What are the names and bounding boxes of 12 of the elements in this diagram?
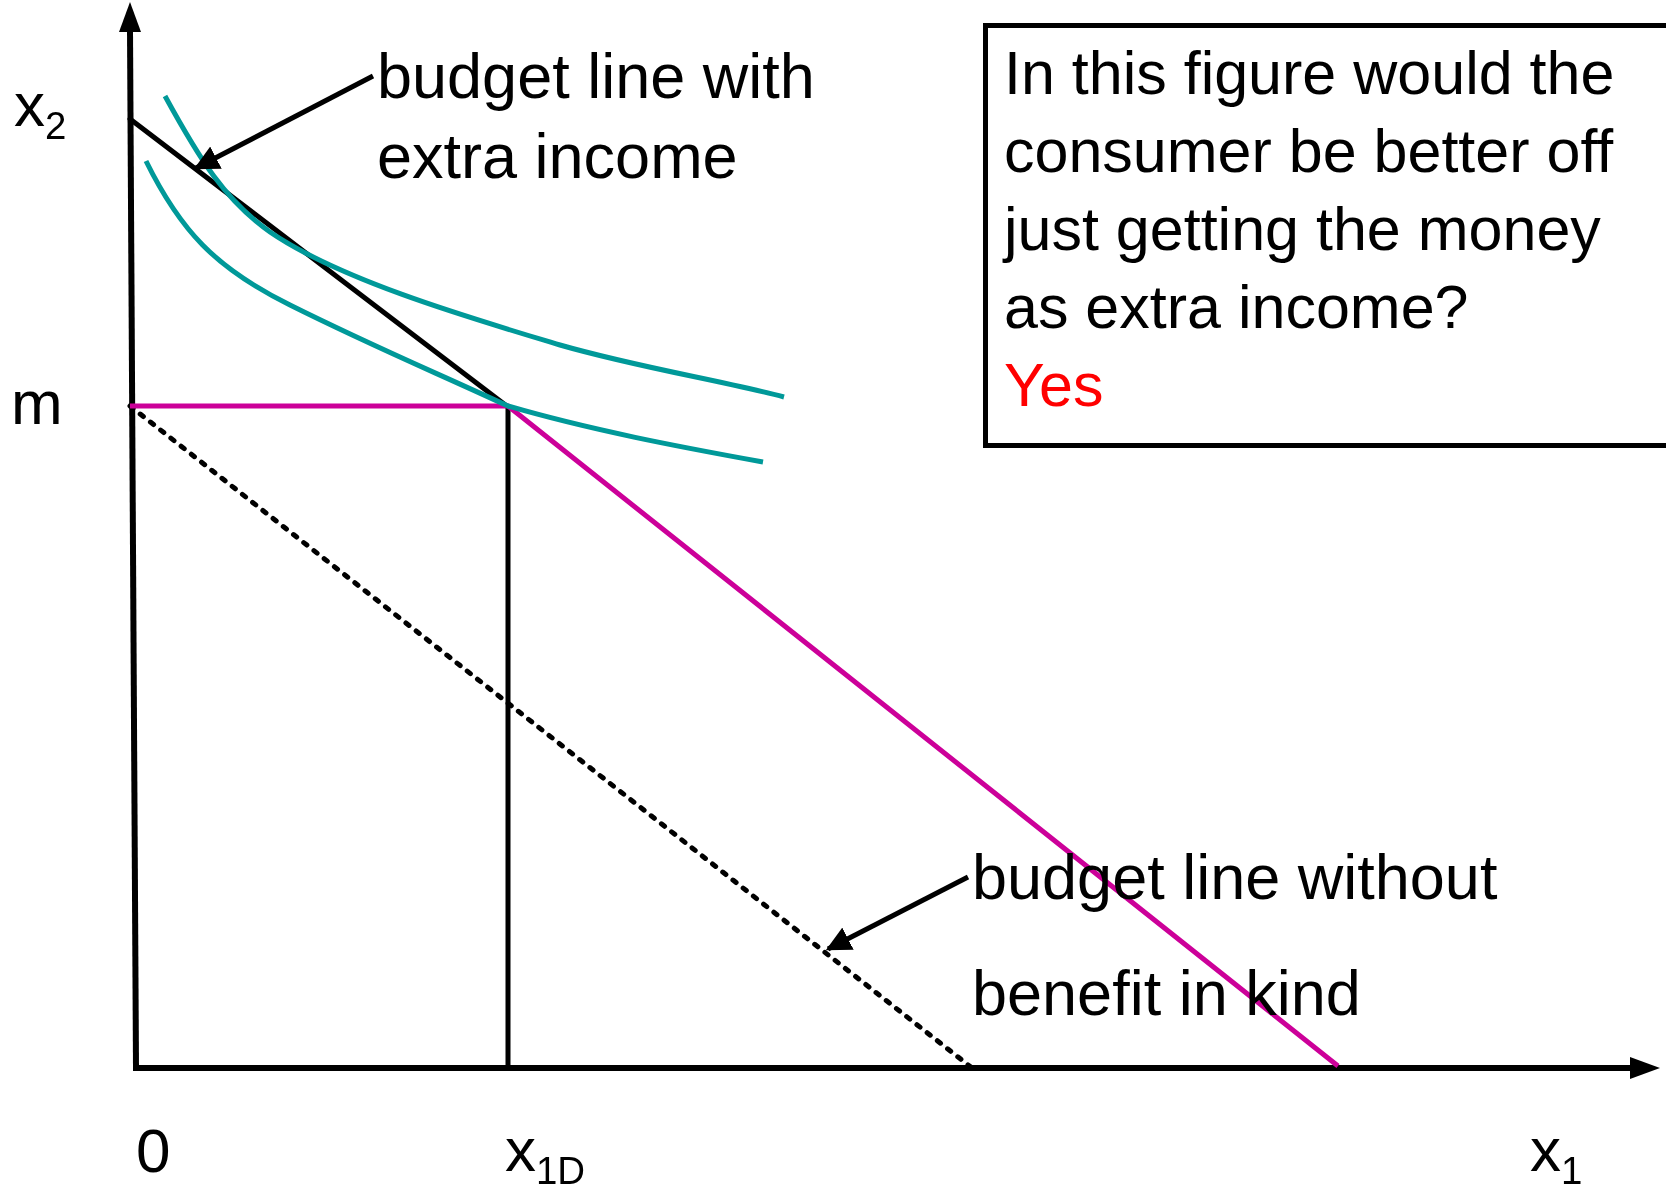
- axis-label: 0: [136, 1118, 171, 1184]
- question-box: [983, 23, 1666, 448]
- axis-label: m: [11, 370, 63, 436]
- annotation-text: budget line with extra income: [377, 36, 857, 196]
- axis-label: x$_{2}$: [14, 72, 67, 150]
- answer-text: Yes: [1004, 350, 1105, 421]
- leader-arrow: [193, 73, 375, 171]
- dotted-budget-line: [127, 403, 975, 1071]
- leader-arrow: [825, 874, 970, 952]
- question-text: In this figure would the consumer be better off just getting the money as extra income?: [1004, 38, 1616, 343]
- axis-label: x$_{1D}$: [505, 1117, 586, 1188]
- axis-label: x$_{1}$: [1530, 1117, 1583, 1188]
